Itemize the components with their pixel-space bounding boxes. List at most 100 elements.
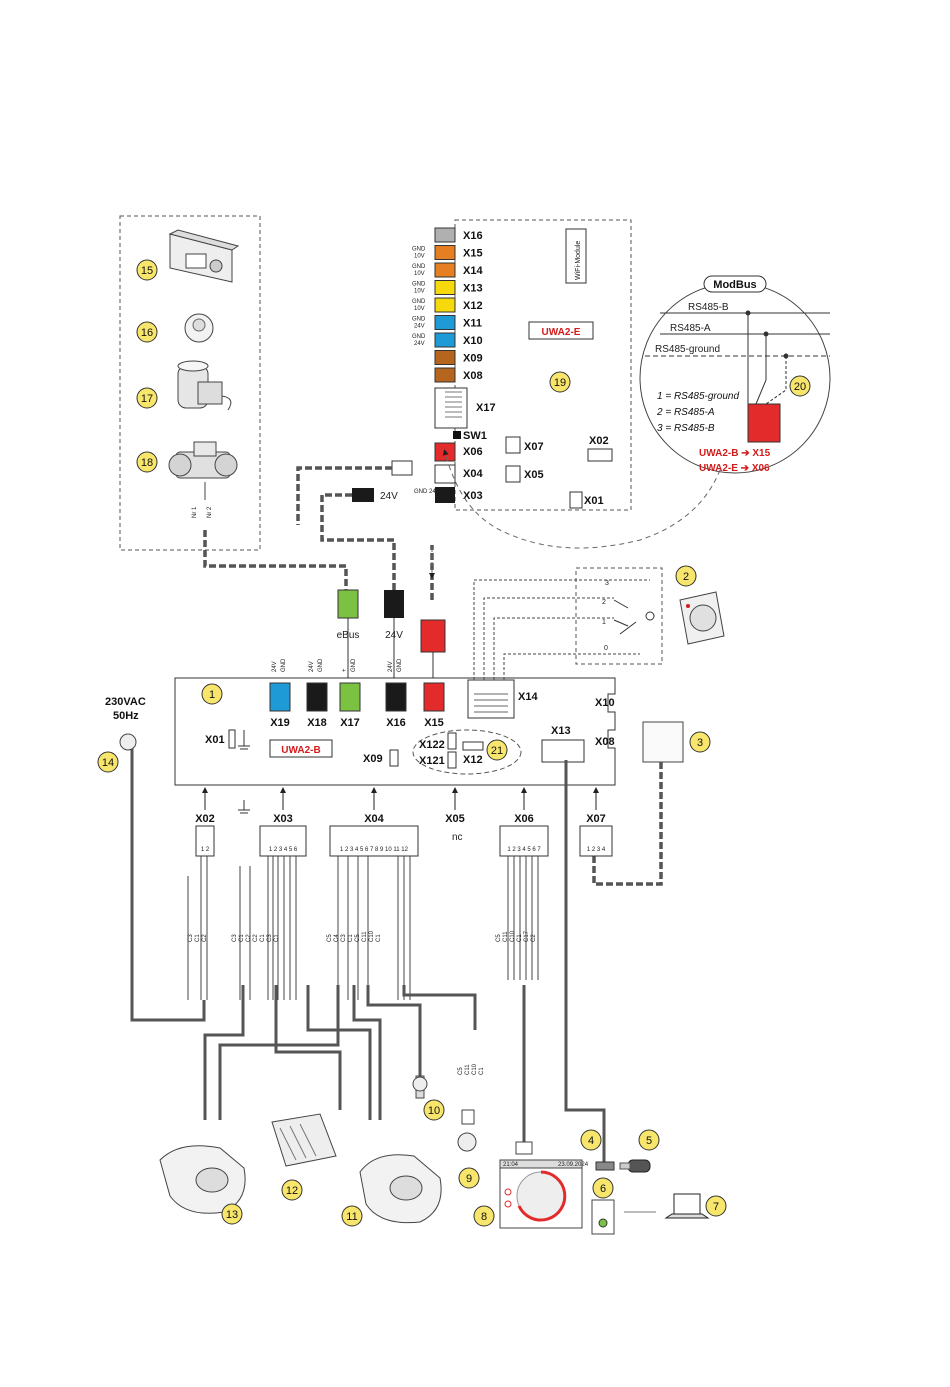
- rs485-ground-label: RS485-ground: [655, 344, 720, 355]
- sensor-10: [412, 1075, 428, 1099]
- svg-text:21: 21: [491, 745, 503, 757]
- bottom-pins-x02: 1 2: [201, 847, 210, 853]
- callout-15: 15: [136, 259, 158, 281]
- uwa2b-x01-connector: [228, 729, 236, 749]
- modbus-legend-1: 1 = RS485-ground: [657, 391, 739, 402]
- callout-14: 14: [97, 751, 119, 773]
- svg-text:17: 17: [141, 393, 153, 405]
- callout-4: 4: [580, 1129, 602, 1151]
- modbus-red-connector: [747, 403, 781, 443]
- bottom-pins-x06: 1 2 3 4 5 6 7: [507, 847, 541, 853]
- wire-label: C1: [195, 934, 201, 942]
- item18-label-2: Nr 2: [207, 506, 213, 518]
- uwa2e-side-label: 10V: [414, 254, 425, 260]
- callout-17: 17: [136, 387, 158, 409]
- svg-text:10: 10: [428, 1105, 440, 1117]
- uwa2e-connector-label-x13: X13: [463, 283, 483, 295]
- bottom-label-x04: X04: [364, 813, 384, 825]
- signal-cables: [203, 466, 434, 600]
- uwa2b-connector-label-x15: X15: [424, 717, 444, 729]
- wire-label: C2: [531, 934, 537, 942]
- bottom-connector-x06: [499, 825, 549, 857]
- usb-connector-4: [595, 1161, 615, 1171]
- callout-9: 9: [458, 1167, 480, 1189]
- switch-box: [575, 567, 663, 665]
- uwa2b-connector-label-x16: X16: [386, 717, 406, 729]
- power-label-voltage: 230VAC: [105, 696, 146, 708]
- uwa2e-side-label: GND: [412, 282, 426, 288]
- uwa2e-connector-x16: [434, 227, 456, 243]
- bottom-label-x06: X06: [514, 813, 534, 825]
- uwa2e-x05-label: X05: [524, 469, 544, 481]
- wire-label: C10: [510, 930, 516, 942]
- svg-text:9: 9: [466, 1173, 472, 1185]
- uwa2e-x03-label: X03: [463, 490, 483, 502]
- uwa2e-connector-label-x15: X15: [463, 248, 483, 260]
- ext-x03-plug: [352, 488, 374, 502]
- svg-text:15: 15: [141, 265, 153, 277]
- uwa2b-connector-x19: [269, 682, 291, 712]
- wire-label: C11: [465, 1064, 471, 1075]
- heat-exchanger-12: [271, 1113, 337, 1167]
- wire-label: C1: [517, 934, 523, 942]
- external-device-3: [642, 721, 684, 763]
- modbus-title: ModBus: [713, 279, 756, 291]
- uwa2e-title-box: [528, 321, 594, 340]
- svg-text:19: 19: [554, 377, 566, 389]
- sw1-label: SW1: [463, 430, 487, 442]
- uwa2b-x122-label: X122: [419, 739, 445, 751]
- svg-text:11: 11: [346, 1211, 357, 1223]
- ext-24v-label: 24V: [380, 491, 398, 502]
- modbus-map-e: UWA2-E ➔ X06: [699, 463, 770, 474]
- accessories-box: [119, 215, 261, 551]
- uwa2b-x10-label: X10: [595, 697, 615, 709]
- bottom-pins-x07: 1 2 3 4: [587, 847, 606, 853]
- uwa2b-connector-x16: [385, 682, 407, 712]
- uwa2b-x09-jumper: [389, 749, 399, 767]
- sw1-switch[interactable]: [453, 431, 461, 439]
- uwa2e-connector-label-x09: X09: [463, 353, 483, 365]
- uwa2e-x07-label: X07: [524, 441, 544, 453]
- room-control-unit: [168, 229, 240, 283]
- uwa2b-title: UWA2-B: [281, 745, 320, 756]
- uwa2b-top-label: 24V: [272, 661, 278, 672]
- uwa2b-x12-label: X12: [463, 754, 483, 766]
- callout-2: 2: [675, 565, 697, 587]
- power-label-freq: 50Hz: [113, 710, 139, 722]
- wire-label: C11: [362, 931, 368, 942]
- uwa2b-title-box: [269, 739, 333, 758]
- ebus-plug: [337, 589, 359, 619]
- display-left-text: 21:04: [503, 1162, 519, 1168]
- modbus-legend-2: 2 = RS485-A: [656, 407, 715, 418]
- uwa2e-side-label: GND: [412, 299, 426, 305]
- svg-text:7: 7: [713, 1201, 719, 1213]
- uwa2e-connector-x09: [434, 350, 456, 365]
- uwa2e-connector-x10: [434, 332, 456, 348]
- uwa2e-side-label: GND: [412, 334, 426, 340]
- uwa2b-x01-label: X01: [205, 734, 225, 746]
- switch-pos-2: 2: [602, 599, 606, 606]
- callout-6: 6: [592, 1177, 614, 1199]
- rs485-b-label: RS485-B: [688, 302, 729, 313]
- wire-label: C5: [458, 1067, 464, 1075]
- uwa2b-x13-label: X13: [551, 725, 571, 737]
- uwa2b-connector-label-x18: X18: [307, 717, 327, 729]
- callout-13: 13: [221, 1203, 243, 1225]
- uwa2b-x09-label: X09: [363, 753, 383, 765]
- uwa2e-x03-connector: [435, 487, 455, 503]
- uwa2e-title: UWA2-E: [542, 327, 581, 338]
- uwa2b-x14-label: X14: [518, 691, 538, 703]
- power-plug: [119, 733, 137, 751]
- usb-stick-5: [619, 1159, 651, 1173]
- uwa2b-top-label: 24V: [309, 661, 315, 672]
- uwa2e-connector-x08: [434, 367, 456, 383]
- uwa2e-connector-label-x12: X12: [463, 300, 483, 312]
- uwa2e-x01-slot: [569, 491, 583, 509]
- wire-label: C4: [334, 934, 340, 942]
- uwa2b-connector-x15: [423, 682, 445, 712]
- svg-text:3: 3: [697, 737, 703, 749]
- uwa2e-x04-label: X04: [463, 468, 483, 480]
